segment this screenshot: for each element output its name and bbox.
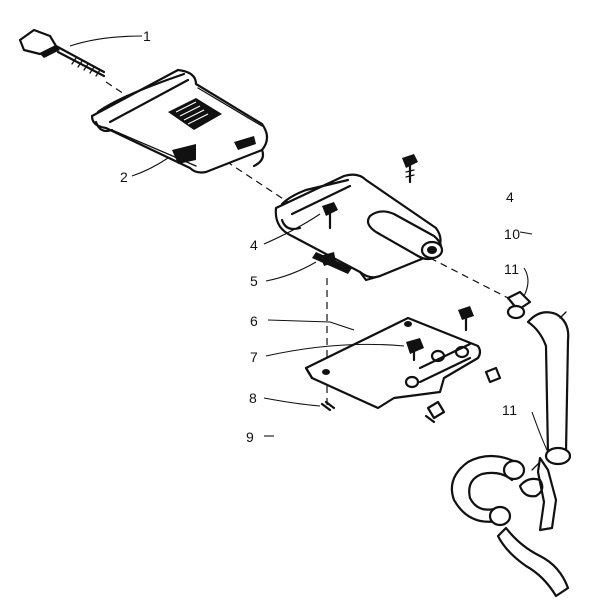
callout-4-housing: 4 (250, 237, 259, 253)
main-housing (274, 173, 444, 282)
callout-9: 9 (246, 429, 255, 445)
hose-assembly (450, 290, 572, 598)
mounting-plate (304, 316, 502, 424)
callout-5: 5 (250, 273, 259, 289)
part-2-cover (90, 68, 269, 174)
part-8-clip (320, 400, 336, 412)
leader-lines (69, 35, 549, 453)
part-6-screw (458, 306, 474, 332)
callout-8: 8 (249, 390, 258, 406)
callout-7: 7 (250, 349, 259, 365)
callout-11-top: 11 (504, 261, 520, 277)
callout-2: 2 (120, 169, 129, 185)
callout-11-lower: 11 (502, 402, 518, 418)
cover-label-patch (168, 98, 222, 130)
callout-10: 10 (504, 226, 521, 242)
part-1-latch-screw (18, 28, 106, 78)
callout-6: 6 (250, 313, 259, 329)
part-4-screw-top (402, 154, 418, 184)
callout-1: 1 (143, 28, 152, 44)
callout-4-top: 4 (506, 189, 515, 205)
